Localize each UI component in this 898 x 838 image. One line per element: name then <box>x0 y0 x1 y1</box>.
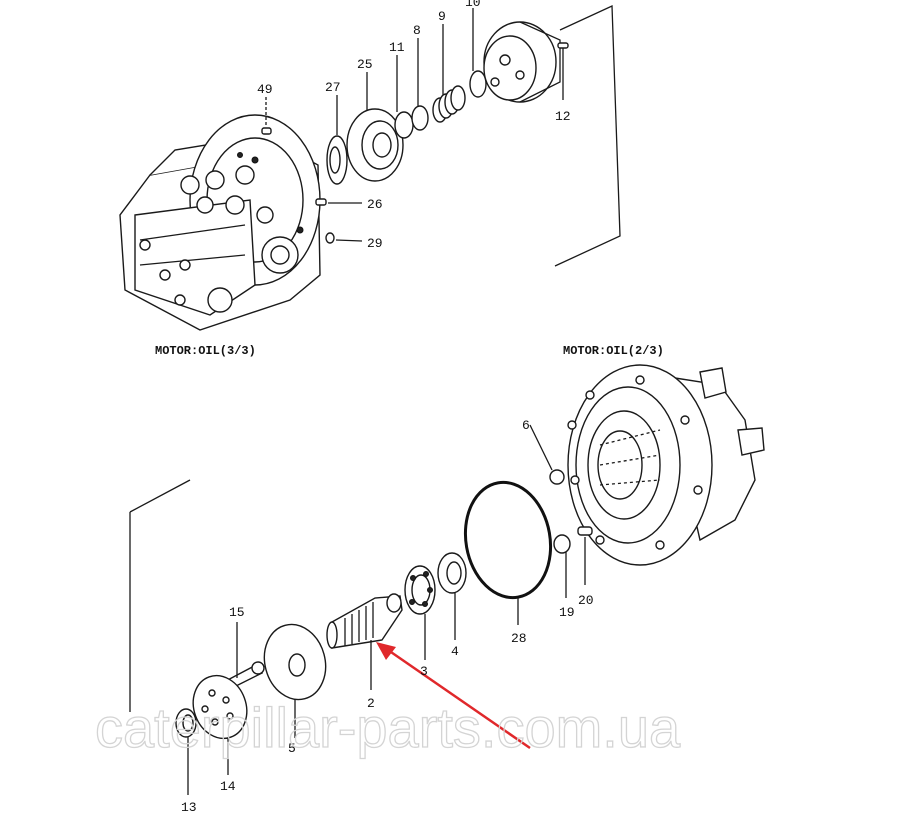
callout-11: 11 <box>389 40 405 55</box>
callout-13: 13 <box>181 800 197 815</box>
cam-plate-5 <box>263 623 327 738</box>
spring-20 <box>577 526 593 585</box>
motor-valve-block <box>119 114 321 331</box>
spring-9 <box>432 24 466 123</box>
caption-motor-oil-2-3: MOTOR:OIL(2/3) <box>563 344 664 358</box>
ring-11 <box>394 55 414 139</box>
callout-19: 19 <box>559 605 575 620</box>
ring-8 <box>411 38 429 131</box>
pin-29 <box>325 232 363 244</box>
callout-8: 8 <box>413 23 421 38</box>
plate-25 <box>346 72 404 182</box>
ring-10 <box>469 8 487 98</box>
callout-14: 14 <box>220 779 236 794</box>
watermark: caterpillar-parts.com.ua <box>95 696 681 759</box>
retainer-14 <box>192 674 248 775</box>
callout-26: 26 <box>367 197 383 212</box>
ball-6 <box>529 424 565 485</box>
frame-lines <box>129 4 621 712</box>
callout-5: 5 <box>288 741 296 756</box>
callout-29: 29 <box>367 236 383 251</box>
pin-12 <box>557 42 569 100</box>
plug-19 <box>553 534 571 598</box>
end-plate <box>483 21 561 103</box>
callout-6: 6 <box>522 418 530 433</box>
callout-25: 25 <box>357 57 373 72</box>
o-ring-28 <box>463 480 553 625</box>
bearing-27 <box>326 95 348 185</box>
bearing-3 <box>404 565 436 660</box>
callout-12: 12 <box>555 109 571 124</box>
caption-motor-oil-3-3: MOTOR:OIL(3/3) <box>155 344 256 358</box>
motor-housing <box>567 364 765 566</box>
callout-labels: 49 27 25 11 8 9 10 12 26 29 6 15 2 3 4 2… <box>181 0 594 815</box>
callout-10: 10 <box>465 0 481 10</box>
callout-15: 15 <box>229 605 245 620</box>
pin-49 <box>261 97 272 135</box>
callout-4: 4 <box>451 644 459 659</box>
callout-27: 27 <box>325 80 341 95</box>
callout-28: 28 <box>511 631 527 646</box>
callout-20: 20 <box>578 593 594 608</box>
callout-49: 49 <box>257 82 273 97</box>
callout-2: 2 <box>367 696 375 711</box>
seal-4 <box>437 552 467 640</box>
ring-13 <box>175 708 197 795</box>
callout-9: 9 <box>438 9 446 24</box>
callout-3: 3 <box>420 664 428 679</box>
shaft-2 <box>326 593 403 690</box>
pointer-arrow <box>376 642 531 750</box>
pin-26 <box>315 198 362 206</box>
